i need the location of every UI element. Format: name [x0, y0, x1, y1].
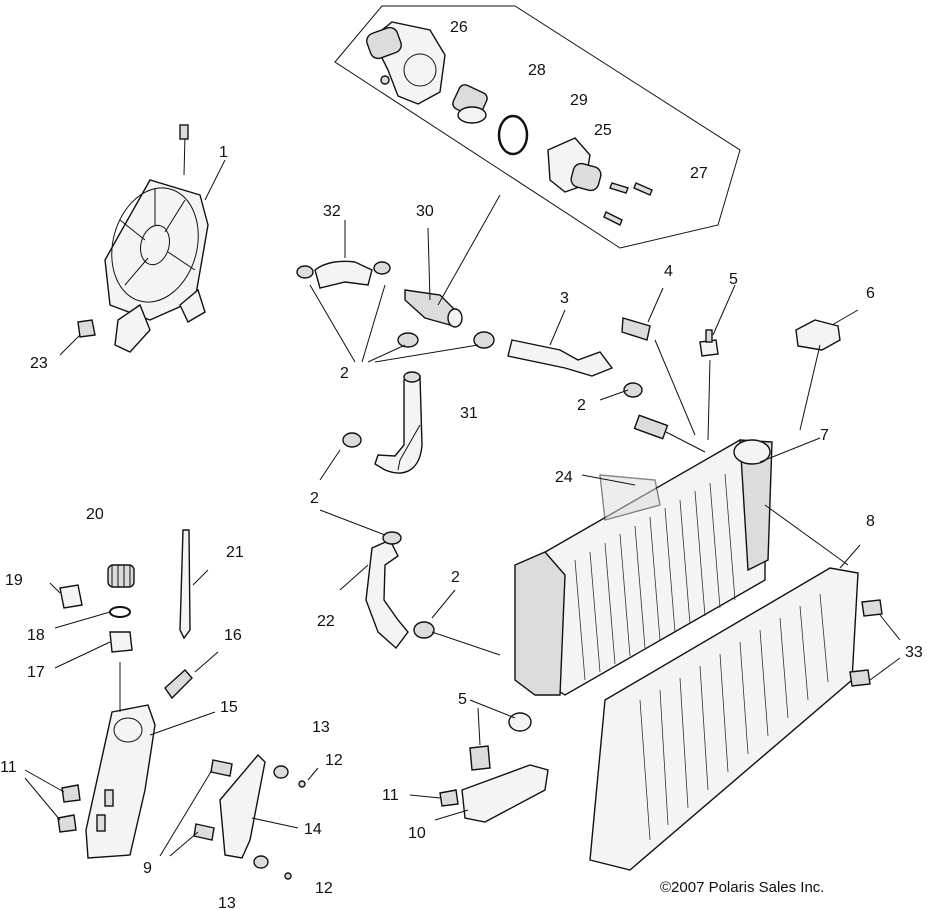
callout-7: 7: [820, 427, 829, 444]
part-17-grommet: [109, 631, 133, 653]
part-33-bolt: [849, 669, 871, 687]
callout-25: 25: [594, 122, 612, 139]
callout-11-left: 11: [0, 759, 17, 776]
part-30-fitting: [404, 289, 463, 328]
callout-14: 14: [304, 821, 322, 838]
radiator-fins: [574, 473, 736, 681]
callout-30: 30: [416, 203, 434, 220]
part-29-o-ring: [497, 114, 529, 156]
part-31-hose: [342, 371, 423, 474]
part-4-sensor: [621, 317, 651, 341]
part-19-cap: [59, 584, 83, 609]
part-5-grommet: [508, 712, 532, 732]
part-33-bolt: [861, 599, 883, 617]
part-11-bolt: [57, 814, 77, 833]
callout-3: 3: [560, 290, 569, 307]
part-2-clamp: [397, 332, 419, 348]
callout-29: 29: [570, 92, 588, 109]
callout-33: 33: [905, 644, 923, 661]
callout-21: 21: [226, 544, 244, 561]
part-9-bolt: [210, 759, 233, 777]
callout-2-right: 2: [577, 397, 586, 414]
callout-23: 23: [30, 355, 48, 372]
callout-2-lower: 2: [451, 569, 460, 586]
part-32-hose: [296, 260, 391, 289]
callout-18: 18: [27, 627, 45, 644]
callout-12-upper: 12: [325, 752, 343, 769]
part-9-bolt: [193, 823, 215, 841]
part-25-outlet-cover: [547, 137, 602, 193]
part-7-radiator: [514, 439, 773, 696]
part-27-screws: [603, 182, 653, 226]
part-15-reservoir: [85, 704, 156, 859]
callout-13-upper: 13: [312, 719, 330, 736]
copyright-notice: ©2007 Polaris Sales Inc.: [660, 879, 824, 896]
part-6-radiator-cap: [795, 319, 841, 351]
part-11-bolt: [61, 784, 81, 803]
callout-12-lower: 12: [315, 880, 333, 897]
part-10-mount-bracket: [461, 764, 549, 823]
callout-8: 8: [866, 513, 875, 530]
part-26-thermostat-housing: [366, 21, 446, 105]
part-3-hose: [507, 339, 614, 377]
callout-22: 22: [317, 613, 335, 630]
part-20-reservoir-cap: [107, 564, 135, 588]
callout-15: 15: [220, 699, 238, 716]
callout-24: 24: [555, 469, 573, 486]
leader-lines: [24, 159, 901, 857]
callout-10: 10: [408, 825, 426, 842]
callout-2-upper: 2: [340, 365, 349, 382]
callout-28: 28: [528, 62, 546, 79]
callout-32: 32: [323, 203, 341, 220]
part-2-clamp: [623, 382, 643, 398]
callout-20: 20: [86, 506, 104, 523]
part-5-cap: [699, 329, 719, 357]
part-16-fitting: [164, 669, 193, 700]
part-22-hose: [365, 531, 435, 650]
part-14-bracket: [219, 753, 266, 859]
callout-2-left: 2: [310, 490, 319, 507]
callout-31: 31: [460, 405, 478, 422]
part-11-bolt: [439, 789, 459, 807]
callout-1: 1: [219, 144, 228, 161]
callout-16: 16: [224, 627, 242, 644]
callout-27: 27: [690, 165, 708, 182]
callout-13-lower: 13: [218, 895, 236, 910]
part-1-fan-assembly: [104, 124, 209, 353]
part-13-washer: [273, 765, 289, 779]
part-12-nut: [298, 780, 306, 788]
part-23-bolt: [77, 319, 96, 338]
callout-26: 26: [450, 19, 468, 36]
callout-6: 6: [866, 285, 875, 302]
callout-5-upper: 5: [729, 271, 738, 288]
callout-9: 9: [143, 860, 152, 877]
part-18-seal: [109, 606, 131, 618]
callout-19: 19: [5, 572, 23, 589]
callout-4: 4: [664, 263, 673, 280]
callout-5-lower: 5: [458, 691, 467, 708]
part-28-thermostat: [452, 84, 488, 124]
part-5-grommet: [469, 745, 491, 771]
part-2-clamp: [473, 331, 495, 349]
thermostat-group-outline: [334, 5, 741, 249]
callout-11-center: 11: [382, 787, 399, 804]
wire-sensor: [633, 414, 706, 453]
callout-17: 17: [27, 664, 45, 681]
part-12-nut: [284, 872, 292, 880]
part-13-washer: [253, 855, 269, 869]
part-21-tube: [179, 529, 191, 640]
